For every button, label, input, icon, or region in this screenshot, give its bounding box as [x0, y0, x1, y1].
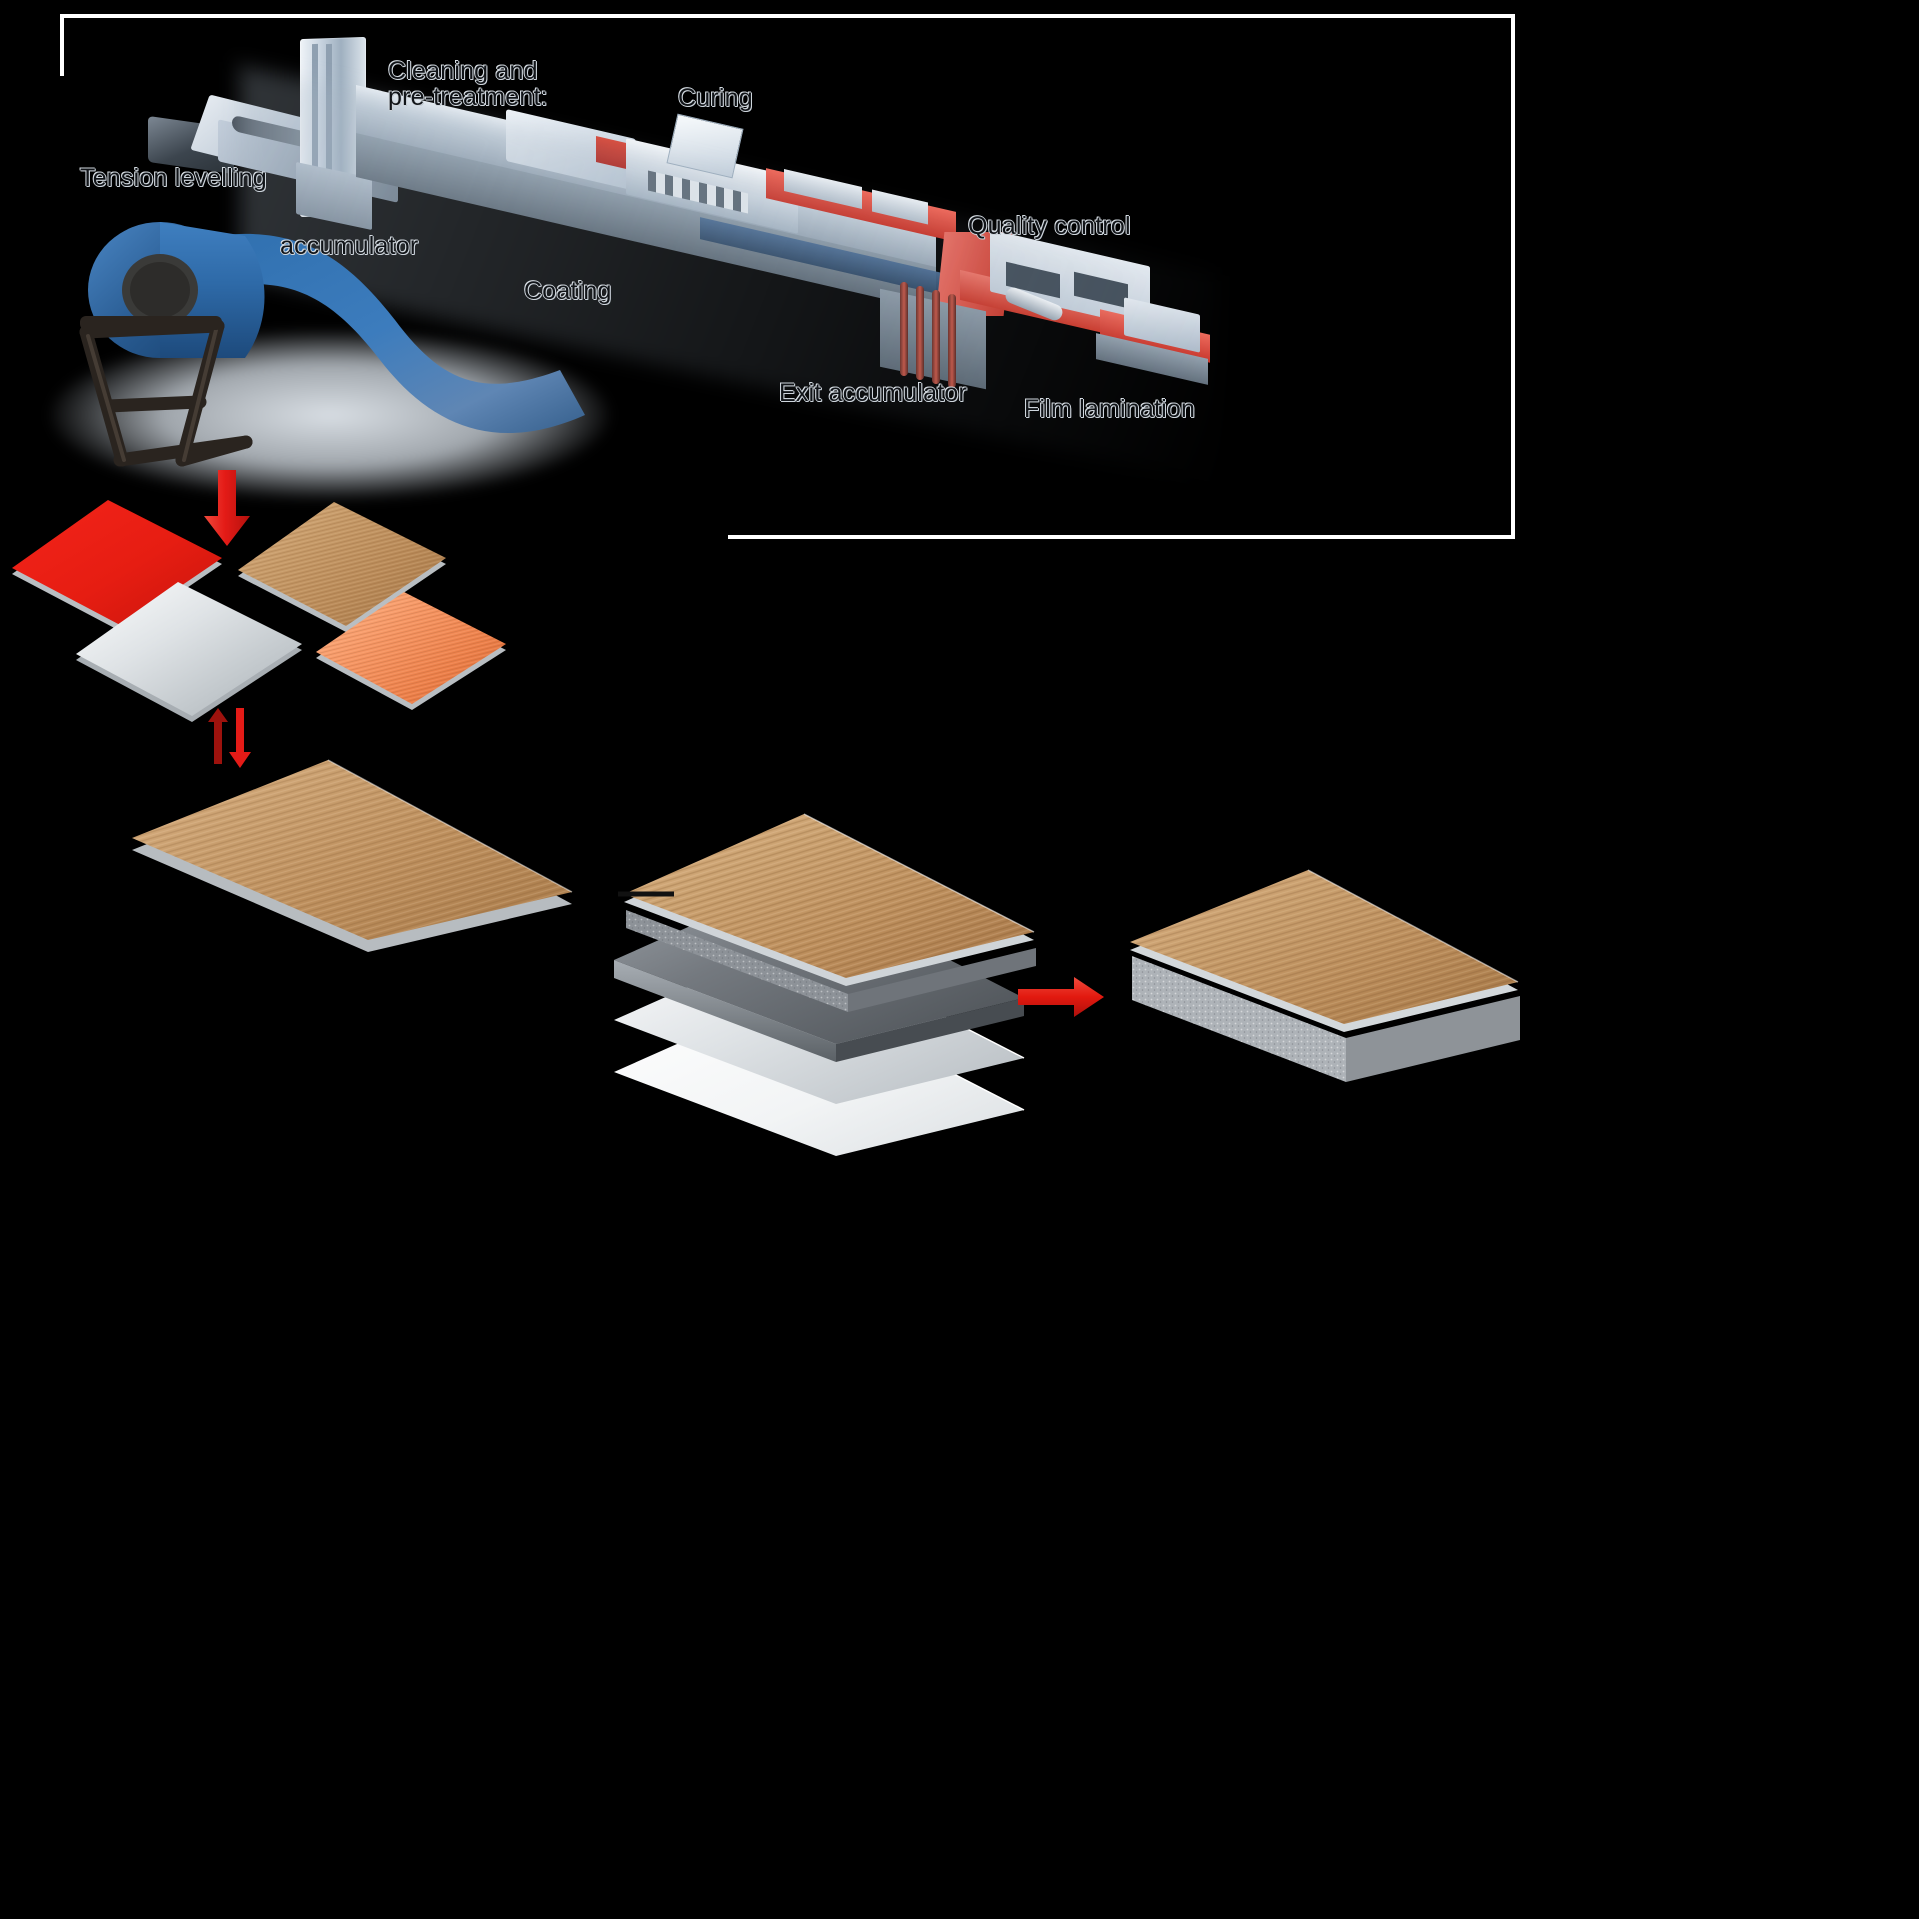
- exit-accumulator-rod-2: [916, 286, 924, 380]
- panel-oak-single: [132, 759, 573, 952]
- sample-plate-oak: [238, 502, 446, 632]
- steel-coil-assembly: [40, 210, 610, 500]
- exploded-sandwich-panel: [590, 780, 1070, 1200]
- panel-final-assembled: [1130, 869, 1520, 1082]
- layer-top-skin: [618, 813, 1036, 1012]
- frame-top-edge: [60, 14, 1515, 18]
- frame-left-edge: [60, 14, 64, 76]
- arrow-coil-to-samples: [204, 470, 250, 546]
- production-line-render: [0, 0, 1560, 560]
- frame-right-edge: [1511, 14, 1515, 539]
- coil-strip-curve: [88, 222, 585, 434]
- sample-plate-red: [12, 500, 222, 632]
- exit-accumulator-rod-3: [932, 290, 940, 384]
- sample-plate-metallic: [76, 582, 302, 722]
- coil-stand: [79, 316, 253, 467]
- exit-accumulator-rod-4: [948, 294, 956, 388]
- frame-bottom-edge: [728, 535, 1515, 539]
- arrow-cycle-down: [229, 708, 251, 768]
- sample-plate-cherry: [316, 592, 506, 710]
- arrow-cycle-pair: [208, 708, 251, 768]
- arrow-cycle-up: [208, 708, 228, 764]
- exit-accumulator-rod-1: [900, 282, 908, 376]
- arrow-assemble-right: [1018, 977, 1104, 1017]
